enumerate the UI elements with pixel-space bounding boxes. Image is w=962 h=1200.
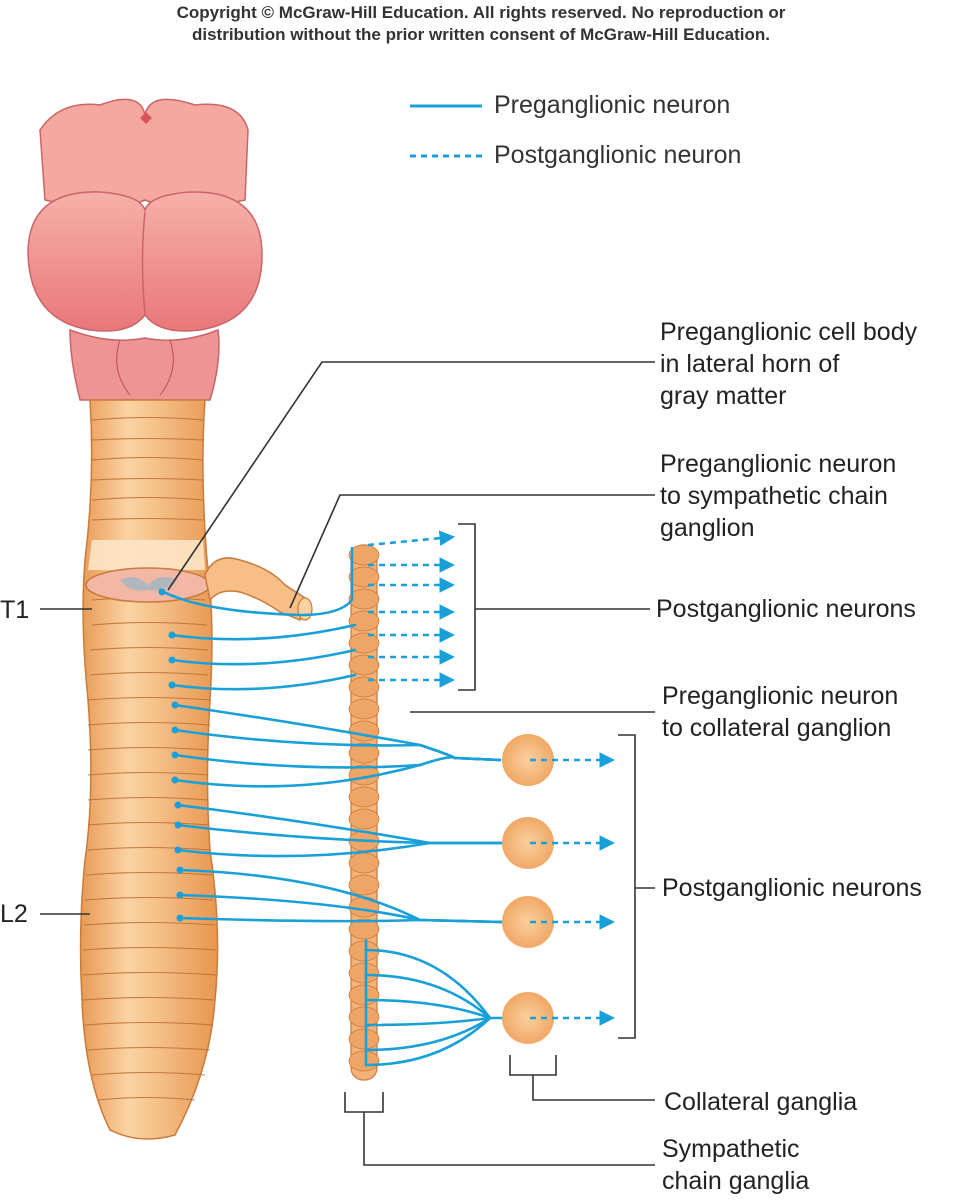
- pre-neuron-to-collateral-4: [364, 1016, 492, 1052]
- pre-neuron-to-collateral-1: [173, 703, 502, 762]
- pre-neuron-to-chain: [170, 673, 357, 691]
- chain-ganglion-knot: [348, 852, 380, 874]
- chain-ganglion-knot: [348, 698, 380, 720]
- bracket-post-bottom: [618, 734, 655, 1039]
- neuron-pathways: [158, 546, 504, 1067]
- chain-ganglion-knot: [348, 962, 380, 984]
- pre-neuron-to-collateral-1: [173, 756, 502, 788]
- pre-neuron-to-collateral-3: [178, 868, 504, 924]
- chain-ganglion-knot: [348, 676, 380, 698]
- chain-ganglion-knot: [348, 654, 380, 676]
- chain-ganglion-knot: [348, 874, 380, 896]
- collateral-ganglia-group: [502, 734, 554, 1044]
- pre-neuron-to-collateral-4: [364, 948, 492, 1020]
- brainstem: [27, 98, 263, 401]
- pre-neuron-to-collateral-4: [364, 998, 492, 1020]
- cell-body-dot: [158, 588, 166, 596]
- collateral-ganglion-3: [502, 896, 554, 948]
- legend-postganglionic: Postganglionic neuron: [494, 141, 742, 169]
- collateral-ganglion-2: [502, 817, 554, 869]
- pre-neuron-to-collateral-3: [178, 916, 504, 924]
- legend: [410, 104, 482, 158]
- label-chain-ganglia: Sympathetic chain ganglia: [662, 1135, 810, 1195]
- collateral-ganglion-4: [502, 992, 554, 1044]
- bracket-post-top: [458, 523, 650, 691]
- label-l2: L2: [0, 900, 28, 928]
- label-cell-body: Preganglionic cell body in lateral horn …: [660, 318, 918, 410]
- chain-ganglion-knot: [348, 632, 380, 654]
- leader-pre-chain: [289, 494, 655, 609]
- pre-neuron-to-collateral-3: [178, 893, 504, 924]
- chain-ganglion-knot: [348, 1028, 380, 1050]
- pre-neuron-to-collateral-2: [176, 823, 504, 845]
- label-t1: T1: [0, 596, 30, 624]
- legend-preganglionic: Preganglionic neuron: [494, 91, 731, 119]
- label-post-bottom: Postganglionic neurons: [662, 874, 922, 902]
- pre-neuron-to-chain: [170, 623, 357, 641]
- postganglionic-arrows: [367, 530, 616, 1026]
- copyright-line-2: distribution without the prior written c…: [192, 25, 770, 44]
- chain-ganglion-knot: [348, 742, 380, 764]
- pre-neuron-to-collateral-2: [176, 803, 504, 845]
- label-collateral-ganglia: Collateral ganglia: [664, 1088, 858, 1116]
- label-pre-collateral: Preganglionic neuron to collateral gangl…: [662, 682, 899, 742]
- pre-neuron-to-collateral-4: [364, 1016, 492, 1027]
- pre-neuron-to-collateral-1: [173, 728, 502, 762]
- bracket-chain-ganglia: [344, 1092, 655, 1166]
- spinal-cord: [79, 399, 313, 1140]
- label-pre-chain: Preganglionic neuron to sympathetic chai…: [660, 450, 897, 542]
- label-post-top: Postganglionic neurons: [656, 595, 916, 623]
- bracket-collateral-ganglia: [509, 1055, 655, 1101]
- postganglionic-arrow-chain: [367, 530, 456, 547]
- collateral-ganglion-1: [502, 734, 554, 786]
- pre-neuron-to-collateral-2: [176, 841, 504, 858]
- chain-ganglion-knot: [348, 610, 380, 632]
- pre-neuron-to-chain: [170, 648, 357, 666]
- chain-ganglion-knot: [348, 566, 380, 588]
- chain-ganglion-knot: [348, 786, 380, 808]
- chain-ganglion-knot: [348, 1006, 380, 1028]
- spinal-nerve-t1: [204, 557, 306, 622]
- leader-cell-body: [167, 361, 655, 591]
- leader-lines: [40, 361, 655, 1166]
- pre-neuron-to-collateral-4: [364, 973, 492, 1020]
- chain-ganglion-knot: [348, 1050, 380, 1072]
- pre-neuron-t1: [158, 546, 354, 617]
- chain-ganglion-knot: [348, 588, 380, 610]
- copyright-notice: Copyright © McGraw-Hill Education. All r…: [0, 2, 962, 46]
- chain-ganglion-knot: [348, 808, 380, 830]
- copyright-line-1: Copyright © McGraw-Hill Education. All r…: [176, 3, 786, 22]
- chain-ganglion-knot: [348, 544, 380, 566]
- chain-ganglion-knot: [348, 918, 380, 940]
- chain-ganglion-knot: [348, 984, 380, 1006]
- sympathetic-chain: [348, 544, 380, 1081]
- pre-neuron-to-collateral-4: [364, 1016, 492, 1067]
